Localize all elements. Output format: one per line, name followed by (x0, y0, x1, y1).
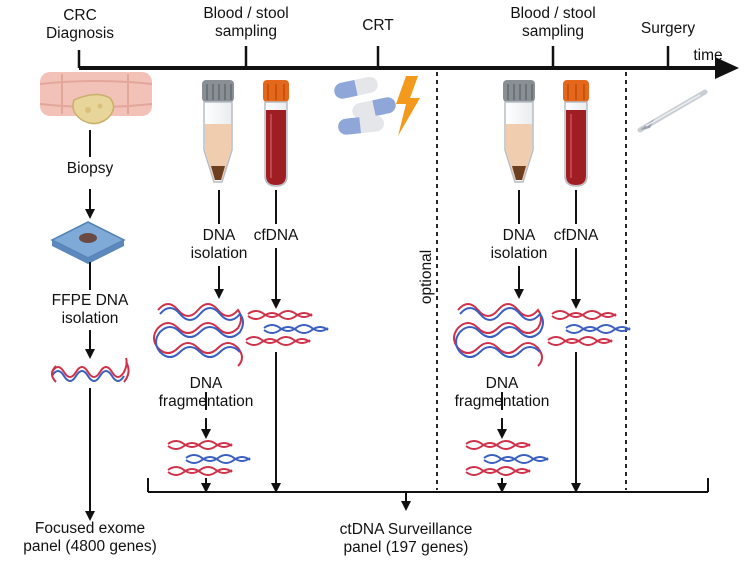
exome-line-1: Focused exome (34, 520, 146, 537)
dna-fragments-icon-2 (465, 440, 549, 476)
diagnosis-line-2: Diagnosis (45, 25, 115, 42)
cfdna-fragments-icon-2 (547, 310, 631, 346)
stool-tube-icon-1 (202, 80, 234, 183)
scalpel-icon (637, 89, 708, 133)
ffpe-genomic-dna-icon (51, 357, 130, 383)
crt-label: CRT (362, 17, 394, 34)
dna-isolation-label-1: DNA isolation (179, 227, 259, 263)
sampling-1-label: Blood / stool sampling (186, 5, 306, 41)
dna-iso-2-line-1: DNA (502, 227, 536, 244)
biopsy-label: Biopsy (66, 160, 114, 177)
ffpe-isolation-label: FFPE DNA isolation (30, 292, 150, 328)
cfdna-fragments-icon-1 (245, 310, 329, 346)
focused-exome-panel-label: Focused exome panel (4800 genes) (10, 520, 170, 556)
surveillance-line-2: panel (197 genes) (343, 539, 469, 556)
surveillance-panel-label: ctDNA Surveillance panel (197 genes) (316, 521, 496, 557)
fragmentation-label-1: DNA fragmentation (150, 375, 262, 411)
dna-isolation-label-2: DNA isolation (479, 227, 559, 263)
blood-tube-icon-1 (263, 80, 289, 187)
sampling-2-label: Blood / stool sampling (493, 5, 613, 41)
genomic-dna-icon-1 (153, 303, 244, 367)
sampling-1-line-1: Blood / stool (203, 5, 289, 22)
sampling-2-line-2: sampling (521, 23, 585, 40)
surgery-label: Surgery (640, 20, 696, 37)
fragmentation-label-2: DNA fragmentation (446, 375, 558, 411)
frag-1-line-2: fragmentation (158, 393, 254, 410)
dna-fragments-icon-1 (167, 440, 251, 476)
time-label: time (693, 47, 723, 64)
diagnosis-line-1: CRC (63, 7, 97, 24)
frag-1-line-1: DNA (189, 375, 223, 392)
optional-label: optional (418, 249, 435, 305)
dna-iso-1-line-1: DNA (202, 227, 236, 244)
sampling-2-line-1: Blood / stool (510, 5, 596, 22)
ffpe-line-2: isolation (61, 310, 119, 327)
surveillance-bracket (147, 478, 709, 511)
timeline (77, 46, 739, 79)
cfdna-label-2: cfDNA (553, 227, 599, 244)
surveillance-line-1: ctDNA Surveillance (339, 521, 473, 538)
ffpe-line-1: FFPE DNA (51, 292, 129, 309)
cfdna-label-1: cfDNA (253, 227, 299, 244)
diagnosis-label: CRC Diagnosis (30, 7, 130, 43)
genomic-dna-icon-2 (453, 303, 544, 367)
stool-tube-icon-2 (503, 80, 535, 183)
crt-pills-lightning-icon (334, 76, 420, 136)
colon-tumor-illustration (39, 72, 153, 125)
dna-iso-2-line-2: isolation (490, 245, 548, 262)
sampling-1-line-2: sampling (214, 23, 278, 40)
blood-tube-icon-2 (563, 80, 589, 187)
frag-2-line-1: DNA (485, 375, 519, 392)
exome-line-2: panel (4800 genes) (23, 538, 157, 555)
dna-iso-1-line-2: isolation (190, 245, 248, 262)
frag-2-line-2: fragmentation (454, 393, 550, 410)
ffpe-slide-icon (50, 221, 126, 264)
